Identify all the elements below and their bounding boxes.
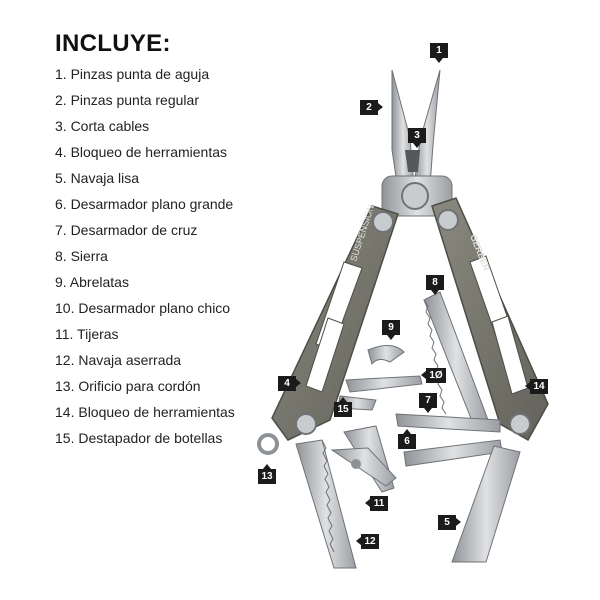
scissors [330,425,397,493]
callout-label: 15 [334,397,352,417]
callout-label: 9 [382,320,400,340]
right-handle: GERBER [431,197,549,442]
feature-item: 7. Desarmador de cruz [55,222,198,238]
feature-item: 9. Abrelatas [55,274,129,290]
callout-label: 14 [525,379,548,394]
feature-item: 13. Orificio para cordón [55,378,201,394]
page-title: INCLUYE: [55,30,171,57]
plain-blade [451,445,521,563]
left-handle: SUSPENSION [271,203,399,441]
feature-item: 4. Bloqueo de herramientas [55,144,227,160]
serrated-blade [295,439,357,569]
callout-label: 6 [398,429,416,449]
callout-label: 3 [408,128,426,148]
callout-label: 12 [356,534,379,549]
feature-list: 1. Pinzas punta de aguja 2. Pinzas punta… [55,64,235,454]
feature-item: 8. Sierra [55,248,108,264]
feature-item: 5. Navaja lisa [55,170,140,186]
feature-item: 12. Navaja aserrada [55,352,182,368]
feature-item: 11. Tijeras [55,326,119,342]
feature-item: 1. Pinzas punta de aguja [55,66,210,82]
lanyard-ring [257,433,279,455]
callout-label: 5 [438,515,461,530]
feature-item: 3. Corta cables [55,118,150,134]
feature-item: 2. Pinzas punta regular [55,92,199,108]
callout-label: 11 [365,496,388,511]
feature-item: 14. Bloqueo de herramientas [55,404,235,420]
feature-item: 6. Desarmador plano grande [55,196,234,212]
feature-item: 15. Destapador de botellas [55,430,223,446]
callout-label: 2 [360,100,383,115]
callout-label: 7 [419,393,437,413]
callout-label: 1Ø [421,368,446,383]
callout-label: 8 [426,275,444,295]
small-tools [337,345,423,411]
callout-label: 13 [258,464,276,484]
plier-jaws [391,69,441,191]
callout-label: 4 [278,376,301,391]
callout-label: 1 [430,43,448,63]
feature-item: 10. Desarmador plano chico [55,300,231,316]
